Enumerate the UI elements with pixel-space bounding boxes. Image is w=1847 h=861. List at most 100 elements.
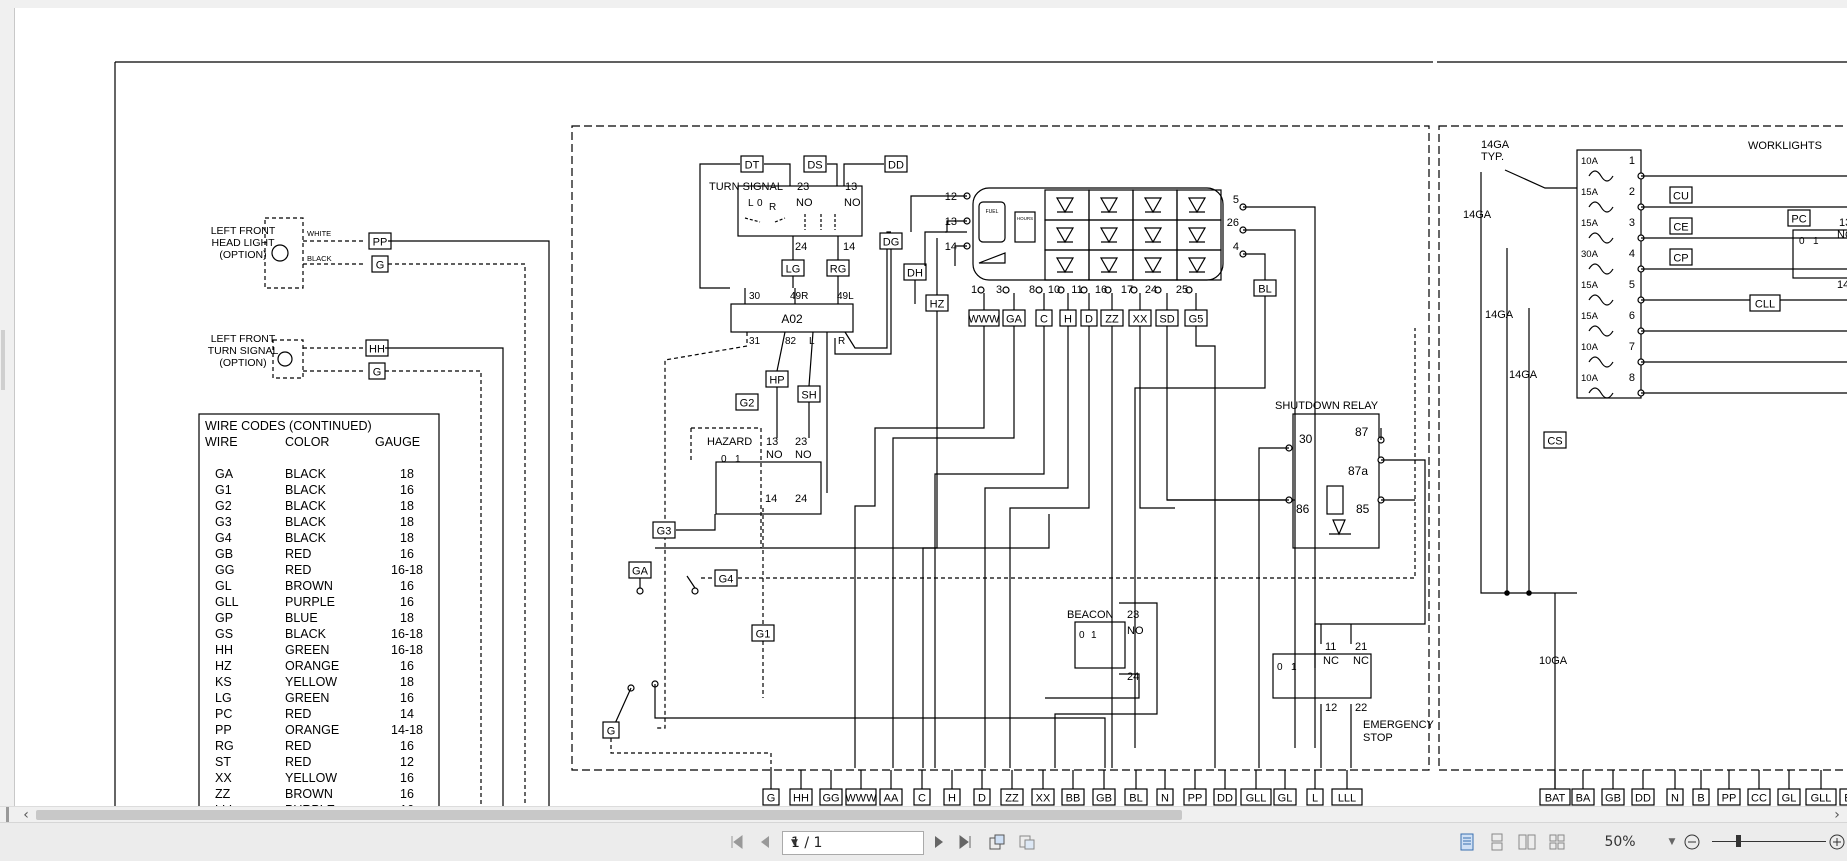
- wire-gauge-cell: 16: [400, 659, 414, 673]
- lg-rg-wire: [792, 236, 839, 288]
- scroll-corner: [6, 807, 9, 823]
- connector-bl-box: [1124, 788, 1148, 806]
- wire-gauge-cell: 18: [400, 611, 414, 625]
- pin-label: NO: [766, 449, 783, 461]
- continuous-icon[interactable]: [1488, 833, 1506, 851]
- connector-pp-box: [1717, 788, 1741, 806]
- connector-gl-box: [1777, 788, 1801, 806]
- wire-color-cell: BLACK: [285, 483, 327, 497]
- indicator-cell: [1132, 249, 1178, 281]
- connector-pp-box: [1183, 788, 1207, 806]
- single-page-icon[interactable]: [1458, 833, 1476, 851]
- last-page-icon[interactable]: [956, 833, 974, 851]
- fuse-number: 7: [1629, 341, 1635, 353]
- fit-width-icon[interactable]: [1018, 833, 1036, 851]
- horizontal-scrollbar[interactable]: ‹ ›: [0, 806, 1847, 823]
- pin-label: 1: [1291, 662, 1297, 673]
- fit-page-icon[interactable]: [988, 833, 1006, 851]
- wire-gauge-cell: 16-18: [391, 563, 423, 577]
- zoom-slider-knob[interactable]: [1736, 835, 1741, 847]
- chevron-down-icon[interactable]: ▼: [791, 838, 798, 848]
- connector-bat-box: [1539, 788, 1571, 806]
- terminal: [1002, 286, 1010, 294]
- beacon-wire: [1045, 602, 1158, 768]
- pin-label: 17: [1121, 284, 1133, 296]
- tag-g: G: [373, 367, 382, 379]
- pin-label: 4: [1233, 241, 1239, 253]
- scrollbar-thumb[interactable]: [36, 810, 1182, 820]
- feed-wire: [1480, 169, 1577, 788]
- connector-gb: GB: [1096, 793, 1112, 805]
- connector-aa: AA: [884, 793, 899, 805]
- wire-color-label: BLACK: [307, 254, 332, 263]
- fuse-number: 2: [1629, 186, 1635, 198]
- head-light-box: [264, 217, 304, 289]
- fuse-number: 6: [1629, 310, 1635, 322]
- tag-cs: CS: [1547, 436, 1562, 448]
- terminal: [1130, 286, 1138, 294]
- pc-switch-box: [1792, 229, 1847, 279]
- pin-label: R: [838, 336, 845, 347]
- two-page-icon[interactable]: [1518, 833, 1536, 851]
- zoom-dropdown-icon[interactable]: ▼: [1668, 837, 1676, 847]
- page-number-input[interactable]: 1 / 1▼: [782, 831, 924, 855]
- zoom-in-icon[interactable]: [1828, 833, 1846, 851]
- wire-codes-table-border: [198, 413, 440, 806]
- pin-label: 23: [1127, 609, 1139, 621]
- fuse-rating: 30A: [1581, 249, 1599, 260]
- connector-dd-box: [1213, 788, 1237, 806]
- a02-module: [730, 303, 854, 333]
- panel-resize-handle[interactable]: [1, 330, 5, 390]
- terminal: [1104, 286, 1112, 294]
- bottom-toolbar: 1 / 1▼ 50% ▼: [0, 822, 1847, 861]
- zoom-level[interactable]: 50%: [1604, 834, 1636, 850]
- tag-ce-box: [1669, 217, 1693, 235]
- next-page-icon[interactable]: [930, 833, 948, 851]
- pin-label: 0: [1277, 662, 1283, 673]
- g-wire: [388, 263, 526, 806]
- fuse-number: 3: [1629, 217, 1635, 229]
- hazard-label: HAZARD: [707, 436, 752, 448]
- pin-label: 1: [1091, 630, 1097, 641]
- prev-page-icon[interactable]: [756, 833, 774, 851]
- beacon-label: BEACON: [1067, 609, 1114, 621]
- wire-codes-title: WIRE CODES (CONTINUED): [205, 419, 372, 433]
- scroll-right-icon[interactable]: ›: [1834, 807, 1840, 823]
- led-indicator-icon: [1143, 257, 1163, 274]
- tag-sh: SH: [801, 390, 816, 402]
- two-page-continuous-icon[interactable]: [1548, 833, 1566, 851]
- connector-gb-box: [1092, 788, 1116, 806]
- scroll-left-icon[interactable]: ‹: [23, 807, 29, 823]
- pin-label: 24: [795, 493, 807, 505]
- wire-color-cell: GREEN: [285, 691, 329, 705]
- bl-wire: [1134, 296, 1266, 748]
- indicator-cell: [1088, 219, 1134, 251]
- connector-d: D: [978, 793, 986, 805]
- head-light-label: LEFT FRONT: [211, 225, 276, 237]
- zoom-out-icon[interactable]: [1683, 833, 1701, 851]
- indicator-cell: [1132, 219, 1178, 251]
- pin-label: 31: [749, 336, 761, 347]
- tag-g4: G4: [719, 574, 734, 586]
- wire-color-cell: PURPLE: [285, 595, 335, 609]
- ga-label: 14GA: [1485, 309, 1514, 321]
- wire-color-cell: RED: [285, 547, 311, 561]
- fuse-icon: [1588, 294, 1614, 306]
- wire-code-cell: XX: [215, 771, 232, 785]
- cluster-left-wire: [910, 195, 967, 266]
- g4-wire: [701, 328, 1416, 579]
- tag-zz: ZZ: [1105, 314, 1119, 326]
- first-page-icon[interactable]: [728, 833, 746, 851]
- pin-label: 5: [1233, 194, 1239, 206]
- zoom-slider[interactable]: [1712, 841, 1826, 842]
- connector-cc: CC: [1751, 793, 1767, 805]
- emergency-stop-label: EMERGENCY: [1363, 719, 1435, 731]
- pin-label: NO: [844, 197, 861, 209]
- tag-g: G: [607, 726, 616, 738]
- fuse-icon: [1588, 170, 1614, 182]
- tag-dt: DT: [745, 160, 760, 172]
- g-wire: [610, 738, 772, 770]
- wire-code-cell: GLL: [215, 595, 239, 609]
- pin-label: 16: [1095, 284, 1107, 296]
- head-light-label: (OPTION): [219, 249, 266, 261]
